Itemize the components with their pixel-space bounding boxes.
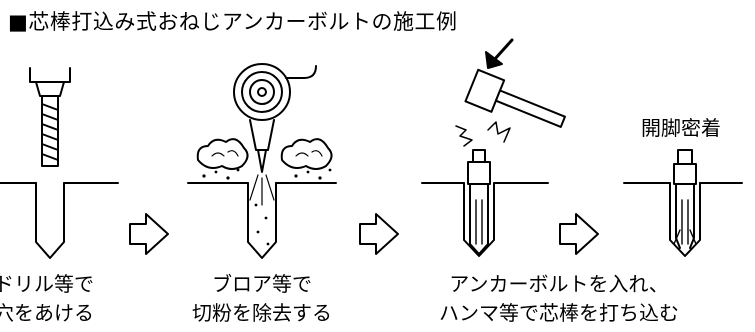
drill-icon [29, 67, 71, 167]
hammer-icon [464, 68, 566, 128]
dust-cloud-right [280, 138, 333, 170]
step1-line1: ドリル等で [0, 272, 94, 296]
anchor-bolt-driving [421, 149, 549, 257]
impact-burst-icon [455, 121, 511, 147]
blower-icon [233, 63, 317, 206]
anchor-bolt-set [623, 149, 743, 257]
step3-label: アンカーボルトを入れ、 ハンマ等で芯棒を打ち込む [424, 270, 694, 328]
step3-line2: ハンマ等で芯棒を打ち込む [439, 301, 679, 325]
dust-particles [202, 168, 332, 246]
step3-line1: アンカーボルトを入れ、 [449, 272, 669, 296]
drilled-hole-1 [0, 182, 119, 259]
final-state-label: 開脚密着 [641, 116, 721, 140]
step2-line1: ブロア等で [212, 272, 312, 296]
drilled-hole-2 [187, 182, 337, 259]
dust-cloud-left [196, 138, 249, 170]
step2-line2: 切粉を除去する [192, 301, 332, 325]
diagram-title: ■芯棒打込み式おねじアンカーボルトの施工例 [8, 10, 458, 34]
step1-label: ドリル等で 穴をあける [0, 270, 94, 328]
step1-line2: 穴をあける [0, 301, 94, 325]
arrow-icon-3 [559, 213, 599, 255]
strike-arrow-icon [492, 38, 514, 62]
arrow-icon-2 [359, 213, 399, 255]
arrow-icon-1 [129, 213, 169, 255]
step2-label: ブロア等で 切粉を除去する [182, 270, 342, 328]
